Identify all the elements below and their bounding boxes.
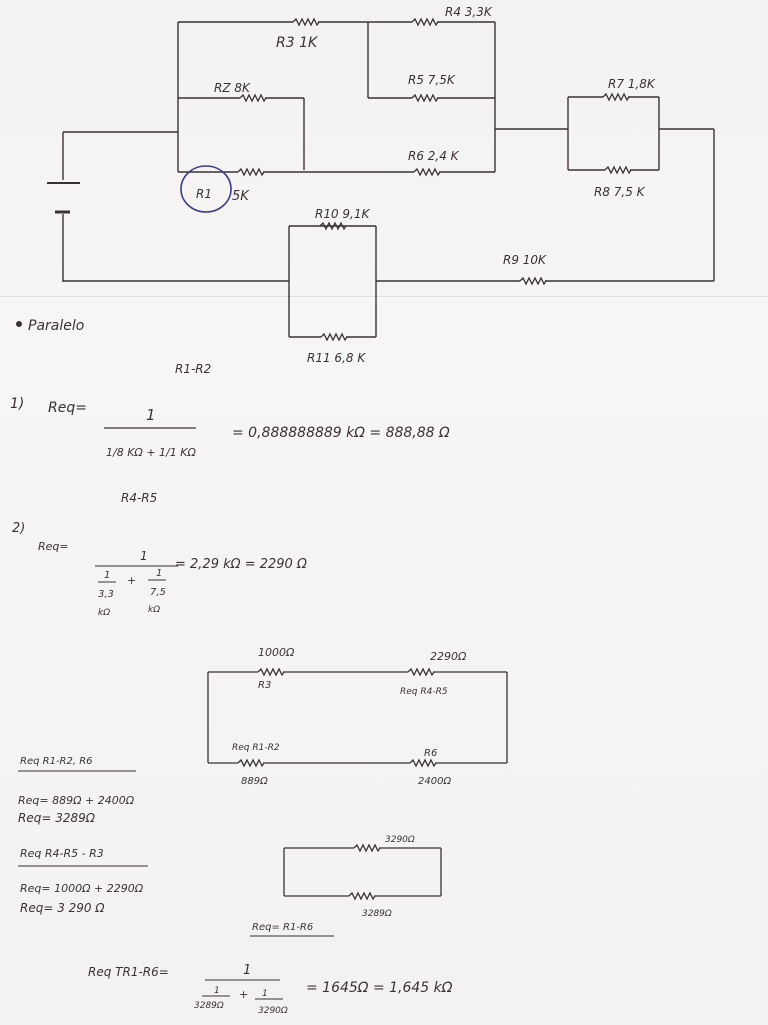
label-r10: R10 9,1K xyxy=(315,207,371,221)
series1-line1: Req= 889Ω + 2400Ω xyxy=(18,794,135,807)
final-d2-num: 1 xyxy=(262,989,268,999)
c3-label: Req= R1-R6 xyxy=(252,922,313,933)
c2-bottom-right-label: R6 xyxy=(424,748,437,759)
section-title: Paralelo xyxy=(28,318,84,334)
series2-line1: Req= 1000Ω + 2290Ω xyxy=(20,882,144,895)
step2-number: 2) xyxy=(12,521,25,536)
c2-bottom-right-value: 2400Ω xyxy=(418,776,451,787)
bullet-icon xyxy=(16,321,22,327)
r10-resistor-zig xyxy=(319,222,347,230)
step1-denominator: 1/8 KΩ + 1/1 KΩ xyxy=(106,446,196,459)
label-r4: R4 3,3K xyxy=(445,5,493,19)
series1-line2: Req= 3289Ω xyxy=(18,811,96,825)
step2-pair: R4-R5 xyxy=(121,491,157,505)
c2-top-left-label: R3 xyxy=(258,680,271,691)
label-r6: R6 2,4 K xyxy=(408,149,460,163)
step2-d1-num: 1 xyxy=(104,570,110,581)
resistor-r1 xyxy=(237,168,265,176)
label-r3: R3 1K xyxy=(276,35,319,51)
resistor-r7 xyxy=(602,93,630,101)
step1-number: 1) xyxy=(10,396,24,412)
c3-bottom-value: 3289Ω xyxy=(362,909,392,919)
final-parallel-circuit xyxy=(283,844,442,900)
step2-d2-den: 7,5 xyxy=(150,587,166,598)
resistor-r8 xyxy=(604,166,632,174)
main-circuit-diagram xyxy=(47,18,715,341)
c2-top-right-label: Req R4-R5 xyxy=(400,687,448,697)
step2-result: = 2,29 kΩ = 2290 Ω xyxy=(175,557,307,572)
r1-circle-mark xyxy=(180,165,232,213)
step1-pair: R1-R2 xyxy=(175,362,211,376)
resistor-r11 xyxy=(320,333,348,341)
step1-result: = 0,888888889 kΩ = 888,88 Ω xyxy=(232,425,450,441)
step2-lhs: Req= xyxy=(38,540,69,553)
final-lhs: Req TR1-R6= xyxy=(88,965,169,979)
series1-title: Req R1-R2, R6 xyxy=(20,756,93,767)
resistor-r2 xyxy=(239,94,267,102)
label-r1: R1 xyxy=(196,187,212,201)
label-r8: R8 7,5 K xyxy=(594,185,646,199)
step2-d1-unit: kΩ xyxy=(98,608,110,618)
step2-d1-den: 3,3 xyxy=(98,589,114,600)
step2-numerator: 1 xyxy=(140,549,148,563)
step2-d2-unit: kΩ xyxy=(148,605,160,615)
final-d2-den: 3290Ω xyxy=(258,1006,288,1016)
final-plus: + xyxy=(239,988,248,1001)
resistor-r3 xyxy=(292,18,320,26)
resistor-r4 xyxy=(411,18,439,26)
c2-bottom-left-value: 889Ω xyxy=(241,776,268,787)
step2-d2-num: 1 xyxy=(156,568,162,579)
final-d1-num: 1 xyxy=(214,986,220,996)
c2-bottom-left-label: Req R1-R2 xyxy=(232,743,280,753)
final-numerator: 1 xyxy=(243,963,251,978)
label-r5: R5 7,5K xyxy=(408,73,456,87)
simplified-circuit xyxy=(207,668,508,767)
final-d1-den: 3289Ω xyxy=(194,1001,224,1011)
label-r1-value: 5K xyxy=(232,189,250,204)
series2-line2: Req= 3 290 Ω xyxy=(20,901,105,915)
label-r2: RZ 8K xyxy=(214,81,251,95)
c3-top-value: 3290Ω xyxy=(385,835,415,845)
label-r11: R11 6,8 K xyxy=(307,351,366,365)
c2-top-left-value: 1000Ω xyxy=(258,646,295,659)
label-r9: R9 10K xyxy=(503,253,547,267)
resistor-r6 xyxy=(413,168,441,176)
resistor-r5 xyxy=(411,94,439,102)
c2-top-right-value: 2290Ω xyxy=(430,650,467,663)
resistor-r9 xyxy=(519,277,547,285)
series2-title: Req R4-R5 - R3 xyxy=(20,847,104,860)
step2-plus: + xyxy=(127,574,136,587)
step1-numerator: 1 xyxy=(146,406,156,424)
final-result: = 1645Ω = 1,645 kΩ xyxy=(306,980,453,996)
label-r7: R7 1,8K xyxy=(608,77,656,91)
paper-sheet-lower xyxy=(0,296,768,1025)
step1-lhs: Req= xyxy=(48,400,87,416)
